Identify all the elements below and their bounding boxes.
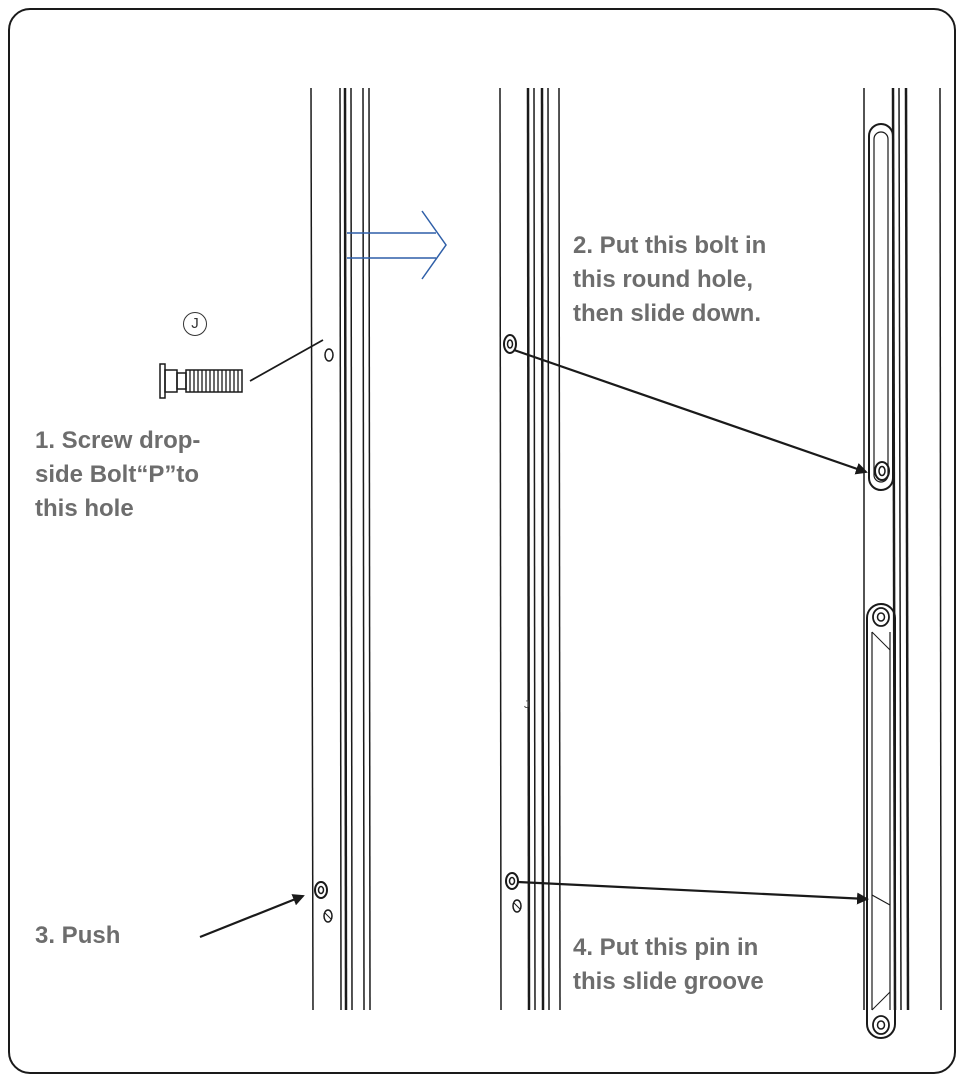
- drop-side-bolt: [503, 334, 517, 354]
- post-mark-label: J: [524, 699, 530, 711]
- instruction-frame: [8, 8, 956, 1074]
- round-hole: [874, 461, 890, 481]
- middle-post: [499, 87, 561, 1011]
- bolt-hole-upper: [324, 348, 334, 362]
- upper-slot: [868, 123, 894, 491]
- right-post: [863, 87, 942, 1011]
- bolt-hole-lower: [323, 909, 333, 923]
- left-post-holes: [314, 348, 334, 923]
- step-2-label: 2. Put this bolt in this round hole, the…: [573, 232, 767, 327]
- arrow-bolt-to-round-hole: [513, 348, 868, 475]
- slide-groove: [866, 603, 896, 1039]
- step-4-label: 4. Put this pin in this slide groove: [573, 934, 764, 995]
- step-1-label: 1. Screw drop- side Bolt“P”to this hole: [35, 427, 201, 522]
- leader-bolt-to-hole: [249, 339, 324, 382]
- arrow-push: [199, 894, 305, 939]
- push-pin: [314, 881, 328, 899]
- part-letter-badge: J: [183, 312, 207, 336]
- left-post: [310, 87, 371, 1011]
- middle-post-bolts: [503, 334, 522, 913]
- bolt-icon: [159, 363, 243, 399]
- direction-arrow-icon: [347, 210, 447, 280]
- step-3-label: 3. Push: [35, 922, 121, 949]
- arrow-pin-to-groove: [517, 880, 869, 905]
- drop-side-pin: [505, 872, 519, 890]
